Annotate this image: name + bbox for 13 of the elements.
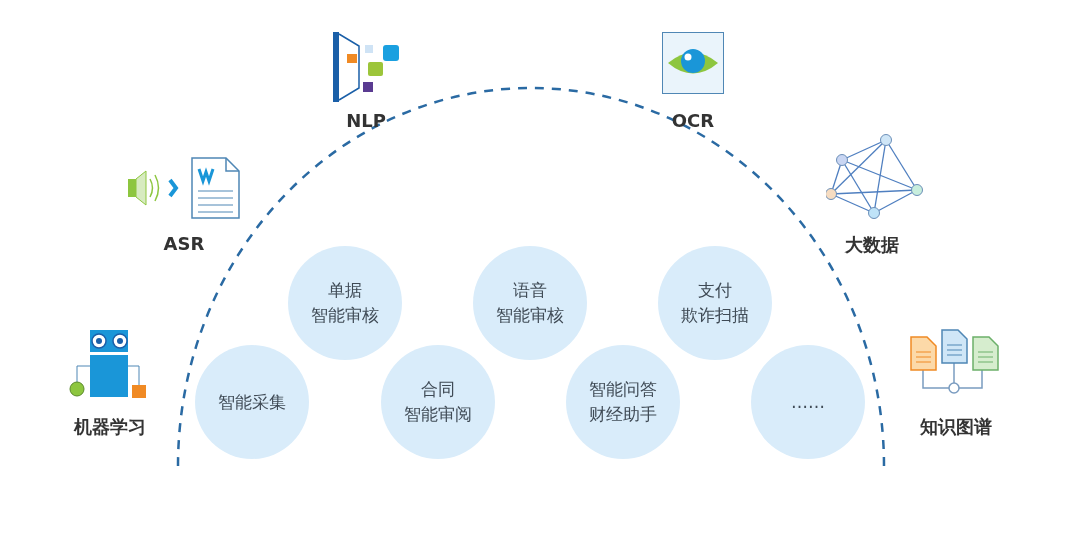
application-circle: ……	[751, 345, 865, 459]
technology-label: 大数据	[845, 233, 899, 257]
technology-label: ASR	[163, 233, 205, 254]
application-circle: 支付欺诈扫描	[658, 246, 772, 360]
technology-label: 机器学习	[74, 415, 146, 439]
application-circle: 智能问答财经助手	[566, 345, 680, 459]
technology-label: OCR	[671, 110, 715, 131]
application-circle: 语音智能审核	[473, 246, 587, 360]
technology-label: 知识图谱	[920, 415, 992, 439]
application-circle: 智能采集	[195, 345, 309, 459]
application-circle: 单据智能审核	[288, 246, 402, 360]
application-circle: 合同智能审阅	[381, 345, 495, 459]
technology-label: NLP	[346, 110, 386, 131]
